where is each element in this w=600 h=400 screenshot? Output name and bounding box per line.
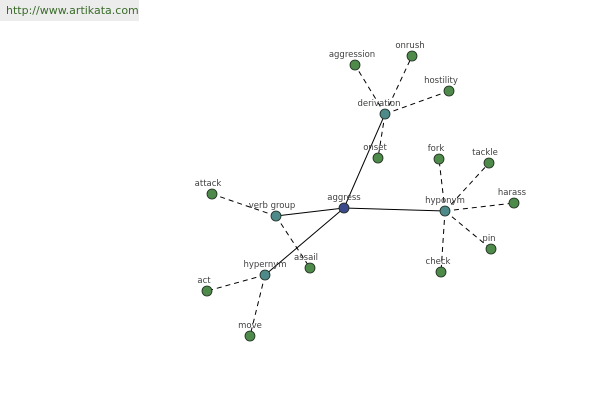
relation-node-hypernym[interactable] bbox=[259, 269, 271, 281]
word-label-onset[interactable]: onset bbox=[363, 143, 387, 153]
edge-hypernym-move bbox=[249, 274, 266, 337]
edge-derivation-onrush bbox=[384, 55, 413, 115]
word-label-move[interactable]: move bbox=[238, 321, 262, 331]
relation-label-hyponym[interactable]: hyponym bbox=[425, 196, 465, 206]
edge-aggress-hyponym bbox=[343, 207, 446, 212]
word-node-move[interactable] bbox=[244, 330, 256, 342]
word-node-pin[interactable] bbox=[485, 243, 497, 255]
word-node-onset[interactable] bbox=[372, 152, 384, 164]
word-node-act[interactable] bbox=[201, 285, 213, 297]
word-node-hostility[interactable] bbox=[443, 85, 455, 97]
graph-nodes bbox=[201, 50, 520, 342]
relation-label-hypernym[interactable]: hypernym bbox=[243, 260, 286, 270]
node-aggress[interactable] bbox=[338, 202, 350, 214]
word-label-aggression[interactable]: aggression bbox=[329, 50, 375, 60]
graph-labels: aggress derivation aggression onrush hostili… bbox=[195, 41, 527, 331]
edge-derivation-onset bbox=[377, 113, 386, 159]
edge-aggress-verb-group bbox=[275, 207, 345, 217]
edge-verb-group-attack bbox=[211, 193, 277, 217]
word-label-fork[interactable]: fork bbox=[428, 144, 445, 154]
edge-aggress-derivation bbox=[343, 113, 386, 209]
relation-label-derivation[interactable]: derivation bbox=[357, 99, 400, 109]
edge-hyponym-pin bbox=[444, 210, 492, 250]
word-node-harass[interactable] bbox=[508, 197, 520, 209]
edge-aggress-hypernym bbox=[264, 207, 345, 276]
graph-edges bbox=[206, 55, 515, 337]
word-node-aggression[interactable] bbox=[349, 59, 361, 71]
edge-hyponym-harass bbox=[444, 202, 515, 212]
edge-hyponym-tackle bbox=[444, 162, 490, 212]
site-url-banner[interactable]: http://www.artikata.com bbox=[0, 0, 139, 21]
relation-node-verb-group[interactable] bbox=[270, 210, 282, 222]
word-node-attack[interactable] bbox=[206, 188, 218, 200]
word-label-attack[interactable]: attack bbox=[195, 179, 222, 189]
relation-node-derivation[interactable] bbox=[379, 108, 391, 120]
word-node-check[interactable] bbox=[435, 266, 447, 278]
relation-node-hyponym[interactable] bbox=[439, 205, 451, 217]
word-node-fork[interactable] bbox=[433, 153, 445, 165]
relation-label-verb-group[interactable]: verb group bbox=[249, 201, 296, 211]
edge-hypernym-act bbox=[206, 274, 266, 292]
word-node-tackle[interactable] bbox=[483, 157, 495, 169]
edge-hyponym-check bbox=[440, 210, 446, 273]
edge-derivation-hostility bbox=[384, 90, 450, 115]
word-label-tackle[interactable]: tackle bbox=[472, 148, 498, 158]
word-node-assail[interactable] bbox=[304, 262, 316, 274]
edge-derivation-aggression bbox=[354, 64, 386, 115]
node-label-aggress[interactable]: aggress bbox=[327, 193, 361, 203]
word-label-assail[interactable]: assail bbox=[294, 253, 318, 263]
word-label-harass[interactable]: harass bbox=[498, 188, 527, 198]
word-node-onrush[interactable] bbox=[406, 50, 418, 62]
word-label-check[interactable]: check bbox=[426, 257, 451, 267]
word-label-onrush[interactable]: onrush bbox=[395, 41, 424, 51]
word-label-pin[interactable]: pin bbox=[482, 234, 495, 244]
word-label-act[interactable]: act bbox=[197, 276, 211, 286]
word-label-hostility[interactable]: hostility bbox=[424, 76, 458, 86]
edge-verb-group-assail bbox=[275, 215, 311, 269]
